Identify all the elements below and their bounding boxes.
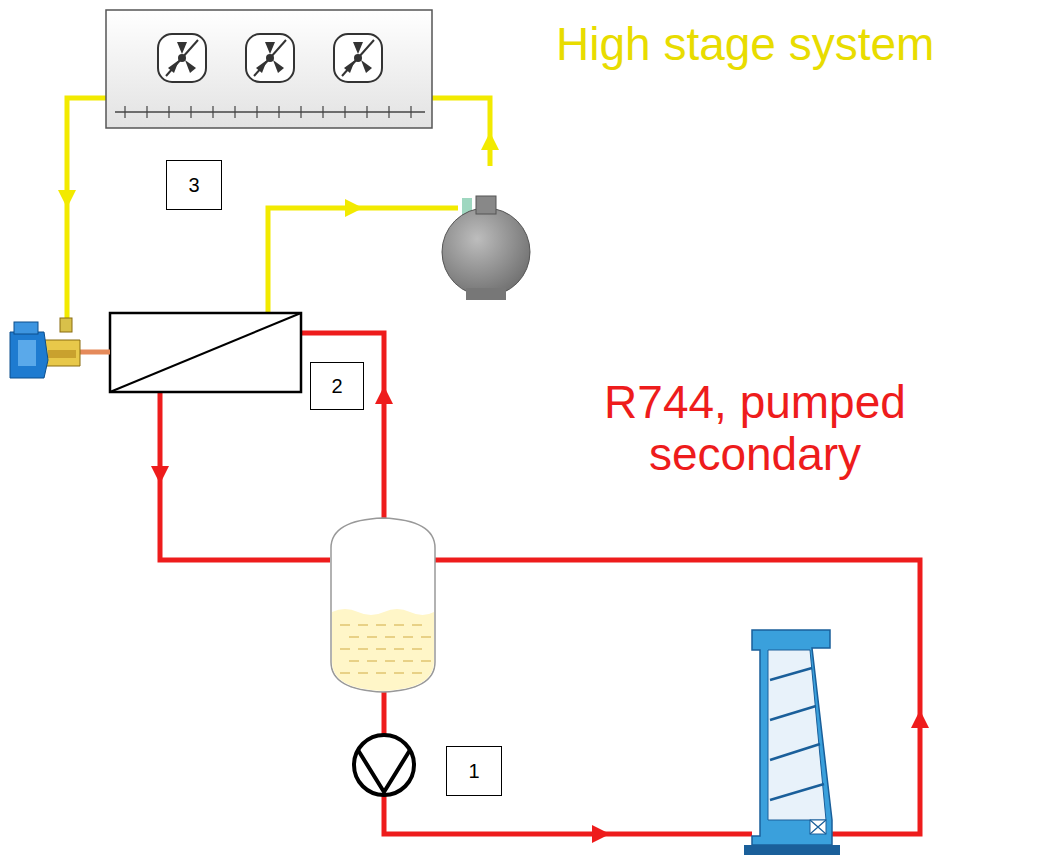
display-case	[744, 630, 840, 855]
receiver-vessel	[331, 518, 435, 692]
flow-arrows	[58, 132, 499, 217]
condenser	[106, 10, 432, 128]
compressor	[442, 196, 530, 300]
system-title: High stage system	[556, 18, 1056, 70]
expansion-valve	[10, 318, 110, 378]
heat-exchanger	[110, 313, 301, 392]
callout-number: 1	[446, 746, 502, 796]
callout-number: 3	[166, 160, 222, 210]
system-title: R744, pumped secondary	[580, 376, 930, 480]
callout-number: 2	[310, 362, 364, 410]
high-stage-piping	[67, 98, 490, 322]
pump	[354, 735, 414, 795]
